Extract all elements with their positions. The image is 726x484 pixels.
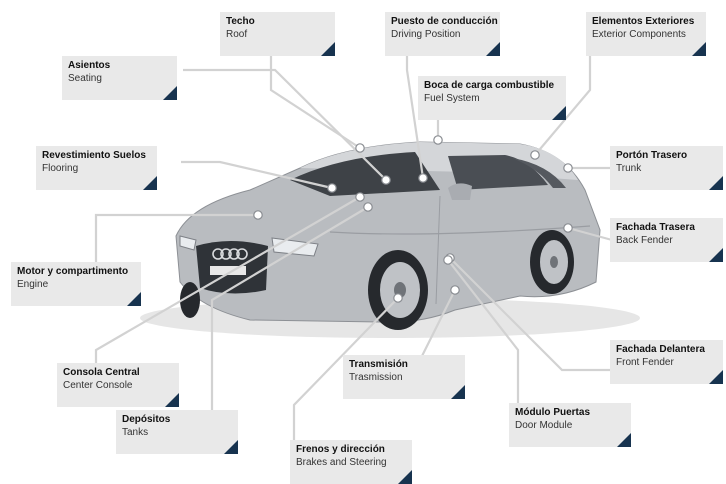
callout-puesto-conduccion[interactable]: Puesto de conducción Driving Position [385,12,500,56]
callout-modulo-puertas[interactable]: Módulo Puertas Door Module [509,403,631,447]
callout-label-es: Elementos Exteriores [592,16,695,27]
callout-label-es: Portón Trasero [616,150,688,161]
corner-marker [709,176,723,190]
corner-marker [143,176,157,190]
callout-label-en: Trasmission [349,372,403,383]
callout-boca-carga[interactable]: Boca de carga combustible Fuel System [418,76,566,120]
callout-label-en: Door Module [515,420,573,431]
callout-label-es: Asientos [68,60,111,71]
corner-marker [165,393,179,407]
callout-label-en: Flooring [42,163,79,174]
corner-marker [709,248,723,262]
callout-label-es: Fachada Delantera [616,344,705,355]
callout-elementos-exteriores[interactable]: Elementos Exteriores Exterior Components [586,12,706,56]
car-icon [140,141,640,338]
corner-marker [127,292,141,306]
callout-label-en: Fuel System [424,93,480,104]
marker-dots [253,135,573,303]
callout-motor[interactable]: Motor y compartimento Engine [11,262,141,306]
callout-label-en: Tanks [122,427,149,438]
callout-asientos[interactable]: Asientos Seating [62,56,177,100]
callout-label-en: Trunk [616,163,642,174]
callout-consola-central[interactable]: Consola Central Center Console [57,363,179,407]
corner-marker [692,42,706,56]
corner-marker [163,86,177,100]
callout-label-es: Frenos y dirección [296,444,385,455]
callout-label-en: Front Fender [616,357,674,368]
callout-label-es: Puesto de conducción [391,16,498,27]
callout-label-en: Seating [68,73,102,84]
corner-marker [398,470,412,484]
callout-fachada-trasera[interactable]: Fachada Trasera Back Fender [610,218,723,262]
callout-label-es: Boca de carga combustible [424,80,555,91]
callout-frenos-direccion[interactable]: Frenos y dirección Brakes and Steering [290,440,412,484]
callout-transmision[interactable]: Transmisión Trasmission [343,355,465,399]
corner-marker [224,440,238,454]
corner-marker [552,106,566,120]
callout-label-en: Back Fender [616,235,673,246]
corner-marker [617,433,631,447]
callout-label-en: Driving Position [391,29,461,40]
callout-label-es: Revestimiento Suelos [42,150,146,161]
callout-label-es: Techo [226,16,255,27]
callout-label-en: Center Console [63,380,133,391]
callout-revestimiento-suelos[interactable]: Revestimiento Suelos Flooring [36,146,157,190]
callout-label-en: Exterior Components [592,29,686,40]
callout-label-es: Fachada Trasera [616,222,695,233]
callout-label-en: Brakes and Steering [296,457,387,468]
callout-label-en: Roof [226,29,248,40]
callout-label-es: Consola Central [63,367,140,378]
callout-label-es: Depósitos [122,414,171,425]
corner-marker [451,385,465,399]
callout-label-es: Transmisión [349,359,408,370]
callout-label-es: Módulo Puertas [515,407,591,418]
callout-porton-trasero[interactable]: Portón Trasero Trunk [610,146,723,190]
callout-label-es: Motor y compartimento [17,266,129,277]
corner-marker [321,42,335,56]
callout-techo[interactable]: Techo Roof [220,12,335,56]
callout-fachada-delantera[interactable]: Fachada Delantera Front Fender [610,340,723,384]
corner-marker [709,370,723,384]
callout-depositos[interactable]: Depósitos Tanks [116,410,238,454]
corner-marker [486,42,500,56]
callout-label-en: Engine [17,279,49,290]
